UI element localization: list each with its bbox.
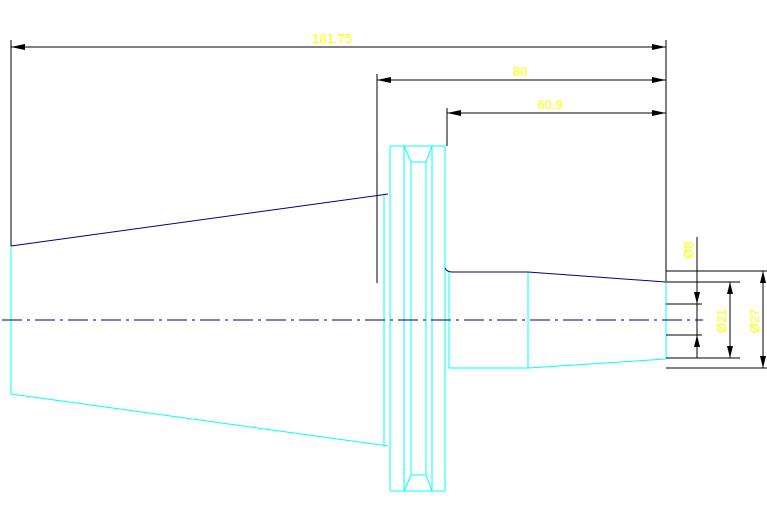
- dim-dia-8-label: Ø8: [681, 241, 696, 258]
- dim-overall-label: 181.75: [312, 31, 352, 46]
- dim-dia-27-label: Ø27: [747, 309, 762, 334]
- shank-taper-top: [527, 271, 667, 283]
- taper-bottom-edge: [10, 393, 389, 447]
- arrow-dia-27-top: [760, 271, 766, 283]
- dimension-arrows: [11, 44, 766, 368]
- arrow-overall-right: [652, 44, 666, 50]
- arrow-dia-8-bottom: [694, 335, 700, 347]
- arrow-overall-left: [11, 44, 25, 50]
- v-groove-top: [403, 145, 433, 163]
- part-edges: [10, 193, 667, 283]
- shank-top-edge: [444, 267, 528, 273]
- taper-top-edge: [10, 193, 389, 247]
- arrow-80-right: [652, 77, 666, 83]
- part-outline: [10, 145, 667, 492]
- dim-60-9-label: 60.9: [537, 97, 562, 112]
- arrow-dia-8-top: [694, 292, 700, 304]
- dim-80-label: 80: [513, 64, 527, 79]
- arrow-dia-21-top: [727, 282, 733, 294]
- v-groove-bottom: [403, 474, 433, 492]
- dim-dia-21-label: Ø21: [714, 309, 729, 334]
- arrow-60-9-right: [652, 110, 666, 116]
- arrow-80-left: [377, 77, 391, 83]
- dimension-lines: [10, 40, 767, 369]
- shank-taper-bottom: [527, 358, 667, 369]
- arrow-60-9-left: [447, 110, 461, 116]
- arrow-dia-21-bottom: [727, 346, 733, 358]
- arrow-dia-27-bottom: [760, 356, 766, 368]
- dimension-labels: 181.75 80 60.9 Ø8 Ø21 Ø27: [312, 31, 762, 333]
